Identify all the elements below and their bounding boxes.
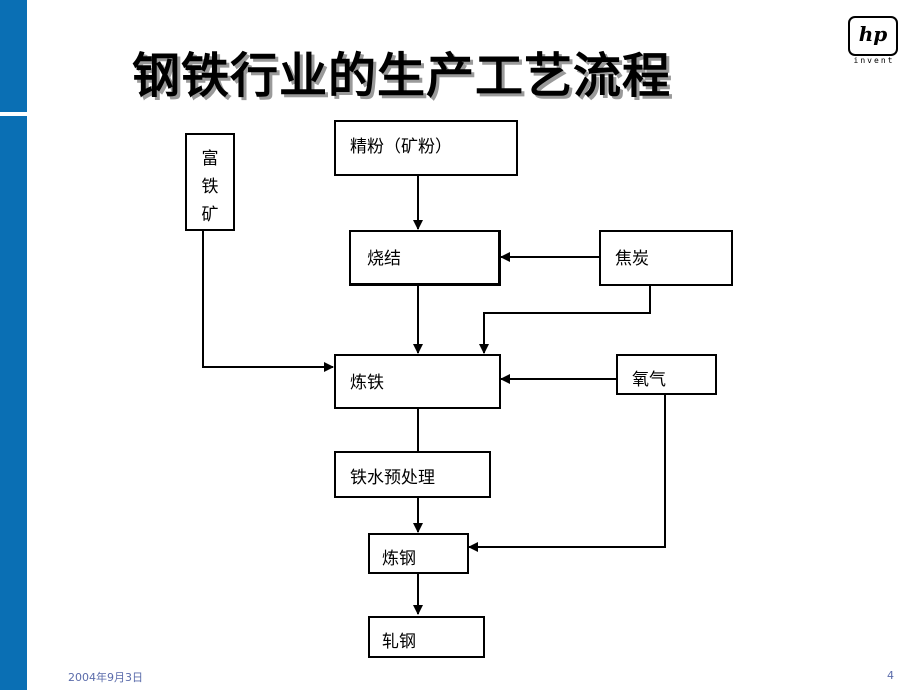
node-ironmaking-label: 炼铁: [350, 373, 384, 393]
node-coke-label: 焦炭: [615, 249, 649, 269]
node-pretreatment-label: 铁水预处理: [350, 468, 435, 488]
sidebar-accent-bottom: [0, 116, 27, 690]
hp-logo-tagline: invent: [853, 56, 895, 65]
node-ironmaking: 炼铁: [334, 354, 501, 409]
node-sintering-label: 烧结: [367, 249, 401, 269]
node-oxygen-label: 氧气: [632, 370, 666, 390]
node-rich-ore-char: 富: [201, 149, 219, 169]
node-steelmaking-label: 炼钢: [382, 549, 416, 569]
node-coke: 焦炭: [599, 230, 733, 286]
hp-logo: hp invent: [842, 14, 902, 68]
node-rich-ore: 富 铁 矿: [185, 133, 235, 231]
node-steelmaking: 炼钢: [368, 533, 469, 574]
slide-title: 钢铁行业的生产工艺流程: [132, 48, 672, 104]
node-pretreatment: 铁水预处理: [334, 451, 491, 498]
node-rich-ore-char: 矿: [201, 205, 219, 225]
hp-logo-mark-box: hp: [848, 16, 898, 56]
arrow-oxygen-to-steelmaking: [468, 394, 666, 552]
node-rich-ore-char: 铁: [201, 177, 219, 197]
node-rolling-label: 轧钢: [382, 632, 416, 652]
sidebar-accent-top: [0, 0, 27, 112]
node-fine-ore-label: 精粉（矿粉）: [350, 137, 452, 157]
node-rolling: 轧钢: [368, 616, 485, 658]
arrow-rich-ore-to-ironmaking: [202, 230, 334, 372]
footer-date: 2004年9月3日: [68, 671, 143, 684]
arrow-coke-to-ironmaking: [479, 286, 651, 354]
node-sintering: 烧结: [349, 230, 501, 286]
hp-logo-mark: hp: [858, 22, 888, 46]
node-oxygen: 氧气: [616, 354, 717, 395]
page-number: 4: [887, 669, 894, 682]
node-fine-ore: 精粉（矿粉）: [334, 120, 518, 176]
